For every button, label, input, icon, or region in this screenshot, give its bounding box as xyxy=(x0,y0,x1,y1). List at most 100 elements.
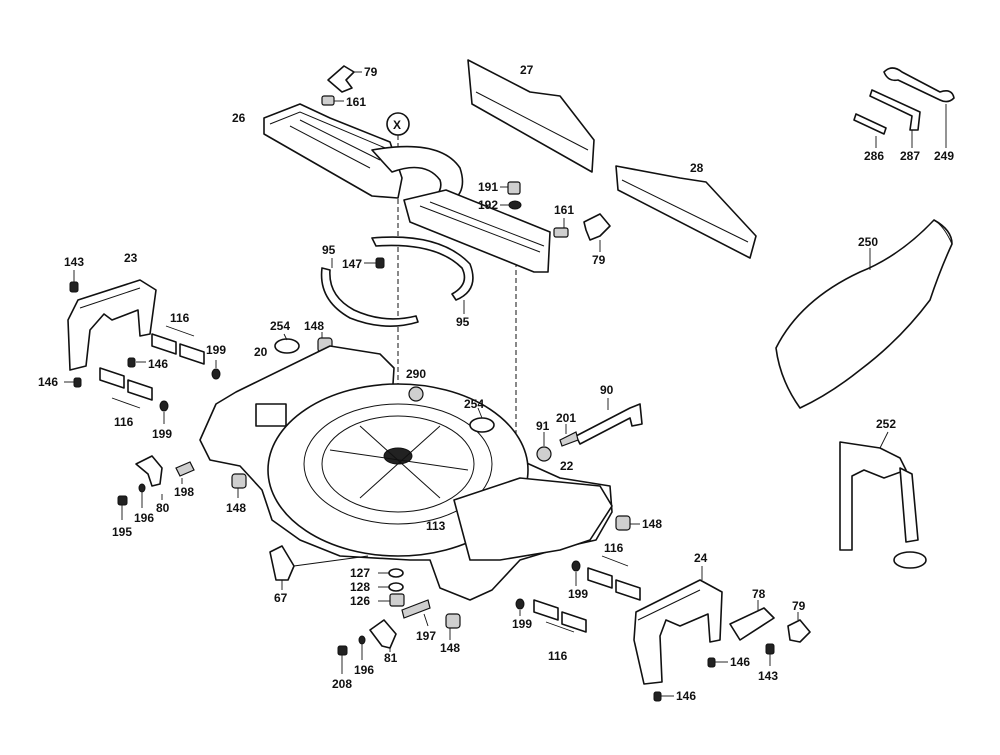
part-146-plug-right xyxy=(707,657,728,668)
label-113: 113 xyxy=(426,519,446,533)
part-199-clip-right-upper xyxy=(571,560,581,586)
part-23-left-extension xyxy=(67,279,157,371)
part-199-clip-right-lower xyxy=(515,598,525,616)
part-28-fence-plate xyxy=(615,165,757,259)
label-116d: 116 xyxy=(548,649,568,663)
part-148-foot-bottom xyxy=(445,613,461,640)
label-20: 20 xyxy=(254,345,268,359)
part-79-knob-top xyxy=(327,65,362,93)
label-250: 250 xyxy=(858,235,878,249)
part-81-knob xyxy=(369,619,397,652)
label-79b: 79 xyxy=(592,253,606,267)
part-201-screw xyxy=(559,424,579,447)
part-196-washer-left xyxy=(138,483,146,508)
label-67: 67 xyxy=(274,591,288,605)
label-192: 192 xyxy=(478,198,498,212)
label-254a: 254 xyxy=(270,319,290,333)
label-28: 28 xyxy=(690,161,704,175)
part-79-knob-right xyxy=(583,213,611,252)
part-67-grip xyxy=(269,545,369,590)
part-252-clamp xyxy=(839,431,927,569)
label-91: 91 xyxy=(536,419,550,433)
part-192-washer xyxy=(500,200,522,210)
label-191: 191 xyxy=(478,180,498,194)
label-78: 78 xyxy=(752,587,766,601)
part-146-plug-left-2 xyxy=(127,357,146,368)
label-24: 24 xyxy=(694,551,708,565)
part-fence-right-half xyxy=(403,189,551,273)
label-27: 27 xyxy=(520,63,534,77)
label-254b: 254 xyxy=(464,397,484,411)
part-27-fence-plate xyxy=(467,59,595,173)
label-148a: 148 xyxy=(304,319,324,333)
part-191-bolt xyxy=(500,181,521,195)
label-148d: 148 xyxy=(440,641,460,655)
part-290-knob xyxy=(408,386,424,402)
part-199-clip-upper xyxy=(211,360,221,380)
part-116-rods-right-lower xyxy=(533,599,587,633)
part-286-hex-key xyxy=(853,113,887,148)
part-254-pad-left xyxy=(274,338,300,354)
part-91-nut xyxy=(536,432,552,462)
label-x: X xyxy=(393,118,401,132)
label-199a: 199 xyxy=(206,343,226,357)
part-143-screw-left xyxy=(69,270,79,293)
label-286: 286 xyxy=(864,149,884,163)
label-95a: 95 xyxy=(322,243,336,257)
label-79a: 79 xyxy=(364,65,378,79)
label-126: 126 xyxy=(350,594,370,608)
label-127: 127 xyxy=(350,566,370,580)
part-128-washer xyxy=(378,582,404,592)
label-196a: 196 xyxy=(134,511,154,525)
label-116b: 116 xyxy=(114,415,134,429)
label-147: 147 xyxy=(342,257,362,271)
label-249: 249 xyxy=(934,149,954,163)
part-26-left-fence xyxy=(263,103,403,199)
part-22-right-base xyxy=(453,477,613,561)
part-79-knob-bottom xyxy=(787,612,811,643)
label-196b: 196 xyxy=(354,663,374,677)
label-252: 252 xyxy=(876,417,896,431)
label-195: 195 xyxy=(112,525,132,539)
label-146c: 146 xyxy=(730,655,750,669)
label-116c: 116 xyxy=(604,541,624,555)
assembly-x-marker xyxy=(386,112,410,136)
label-23: 23 xyxy=(124,251,138,265)
part-249-wrench xyxy=(883,67,955,148)
label-79c: 79 xyxy=(792,599,806,613)
part-161-screw-top xyxy=(321,95,344,106)
label-81: 81 xyxy=(384,651,398,665)
part-146-plug-bottom xyxy=(653,691,674,702)
label-143a: 143 xyxy=(64,255,84,269)
label-148b: 148 xyxy=(226,501,246,515)
part-254-pad-right xyxy=(469,417,495,433)
label-197: 197 xyxy=(416,629,436,643)
part-95-kerf-plate-right xyxy=(371,236,474,314)
label-198: 198 xyxy=(174,485,194,499)
part-80-knob xyxy=(135,455,163,500)
part-24-right-extension xyxy=(633,566,723,685)
label-201: 201 xyxy=(556,411,576,425)
label-128: 128 xyxy=(350,580,370,594)
label-146a: 146 xyxy=(148,357,168,371)
part-197-screw xyxy=(401,599,431,627)
label-161b: 161 xyxy=(554,203,574,217)
part-143-screw-right xyxy=(765,643,775,666)
label-146d: 146 xyxy=(676,689,696,703)
part-127-washer xyxy=(378,568,404,578)
part-147-screw xyxy=(364,257,385,269)
label-148c: 148 xyxy=(642,517,662,531)
part-78-plate xyxy=(729,600,775,641)
label-290: 290 xyxy=(406,367,426,381)
label-116a: 116 xyxy=(170,311,190,325)
part-287-hex-key xyxy=(869,89,921,148)
part-95-kerf-plate-left xyxy=(320,258,419,327)
label-208: 208 xyxy=(332,677,352,691)
part-116-rods-upper xyxy=(151,325,205,365)
label-22: 22 xyxy=(560,459,574,473)
label-161a: 161 xyxy=(346,95,366,109)
label-146b: 146 xyxy=(38,375,58,389)
part-116-rods-lower xyxy=(99,367,153,409)
part-250-dust-bag xyxy=(775,219,953,409)
